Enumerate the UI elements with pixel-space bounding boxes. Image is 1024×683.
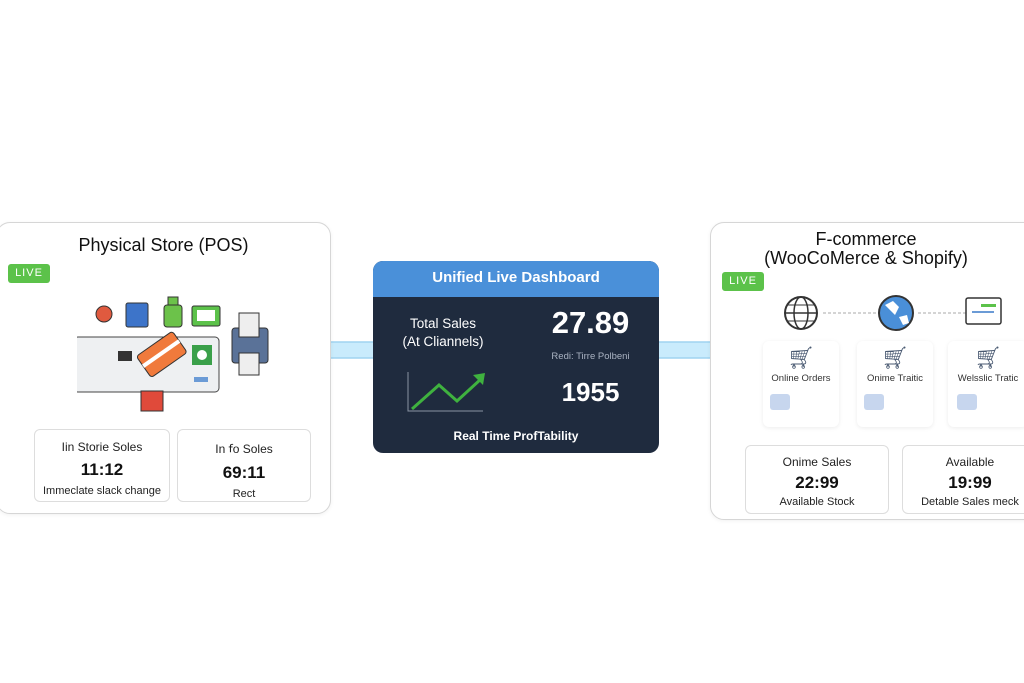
pos-terminal-illustration bbox=[77, 296, 269, 412]
stat-label: Available bbox=[945, 455, 995, 469]
card-label: Welsslic Tratic bbox=[957, 373, 1019, 384]
channel-card: 🛒︎ Online Orders bbox=[763, 341, 839, 427]
ecommerce-panel: F-commerce (WooCoMerce & Shopify) LIVE 🛒… bbox=[710, 222, 1024, 520]
stat-card: Available 19:99 Detable Sales meck bbox=[902, 445, 1024, 514]
panel-title: F-commerce bbox=[815, 229, 917, 249]
physical-store-panel: Physical Store (POS) LIVE Iin Storie Sol… bbox=[0, 222, 331, 514]
stat-sub: Detable Sales meck bbox=[921, 496, 1019, 508]
stat-label: In ꬵo Soles bbox=[215, 442, 273, 456]
total-sales-value: 27.89 bbox=[551, 305, 630, 340]
unified-dashboard: Unified Live Dashboard Total Sales (At C… bbox=[373, 261, 659, 453]
stat-value: 19:99 bbox=[948, 473, 992, 492]
browser-window-icon bbox=[965, 297, 1002, 325]
channel-icons bbox=[784, 295, 1002, 331]
stat-card: Onime Sales 22:99 Available Stock bbox=[745, 445, 889, 514]
stat-card: Iin Storie Soles 11:12 Immeclate slack c… bbox=[34, 429, 170, 502]
stat-value: 69:11 bbox=[222, 463, 266, 482]
live-badge: LIVE bbox=[722, 272, 764, 291]
stat-value: 22:99 bbox=[795, 473, 839, 492]
live-badge: LIVE bbox=[8, 264, 50, 283]
stat-label: Onime Sales bbox=[782, 455, 852, 469]
stat-card: In ꬵo Soles 69:11 Rect bbox=[177, 429, 311, 502]
globe-icon bbox=[784, 296, 818, 330]
shopping-cart-icon: 🛒︎ bbox=[881, 345, 909, 370]
trend-up-icon bbox=[407, 372, 485, 412]
stat-sub: Available Stock bbox=[779, 496, 855, 508]
value-caption: Redi: Tirre Polbeni bbox=[551, 351, 630, 362]
dashboard-footer: Real Time ProfTability bbox=[453, 429, 579, 443]
channel-card: 🛒︎ Onime Traitic bbox=[857, 341, 933, 427]
shopping-cart-icon: 🛒︎ bbox=[787, 345, 815, 370]
total-sales-sublabel: (At Cliannels) bbox=[402, 334, 484, 349]
stat-sub: Rect bbox=[232, 488, 256, 500]
panel-title: Physical Store (POS) bbox=[78, 235, 249, 255]
shopping-cart-icon: 🛒︎ bbox=[974, 345, 1002, 370]
card-label: Online Orders bbox=[771, 373, 831, 384]
secondary-value: 1955 bbox=[561, 377, 620, 407]
stat-sub: Immeclate slack change bbox=[43, 485, 161, 497]
dashboard-title: Unified Live Dashboard bbox=[373, 261, 659, 297]
card-label: Onime Traitic bbox=[867, 373, 923, 384]
panel-subtitle: (WooCoMerce & Shopify) bbox=[764, 248, 968, 268]
stat-value: 11:12 bbox=[80, 460, 124, 479]
total-sales-label: Total Sales bbox=[409, 316, 477, 331]
stat-label: Iin Storie Soles bbox=[61, 440, 143, 454]
earth-icon bbox=[878, 295, 914, 331]
channel-card: 🛒︎ Welsslic Tratic bbox=[948, 341, 1024, 427]
